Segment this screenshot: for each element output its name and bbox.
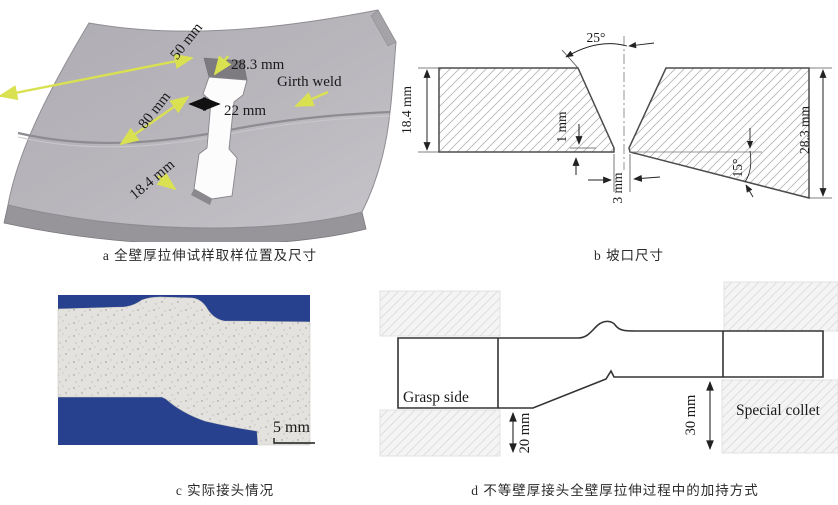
panel-a-specimen-location: 50 mm 80 mm 18.4 mm 28.3 mm Girth weld 2… (0, 9, 397, 242)
girth-weld-seam-highlight (17, 115, 391, 148)
grip-block-top-left (379, 290, 501, 337)
label-25deg: 25° (587, 30, 606, 45)
caption-panel-b: b 坡口尺寸 (593, 248, 665, 263)
label-20mm: 20 mm (517, 412, 533, 453)
label-28-3mm: 28.3 mm (231, 57, 285, 73)
panel-d-gripping-scheme: 20 mm 30 mm Grasp side Special collet (379, 281, 838, 457)
girth-weld-arrow (294, 90, 329, 108)
label-special-collet: Special collet (736, 402, 821, 419)
label-15deg: 15° (730, 159, 745, 178)
angle-15-arc (744, 150, 752, 183)
label-30mm: 30 mm (683, 394, 699, 435)
dim-arrow-50mm (0, 53, 194, 101)
groove-face-extension (561, 49, 579, 69)
label-18-4mm-b: 18.4 mm (400, 86, 414, 135)
scale-bar-label: 5 mm (273, 419, 310, 436)
caption-panel-c: c 实际接头情况 (175, 483, 275, 498)
scale-bar (273, 438, 315, 444)
specimen-profile (397, 320, 824, 409)
grip-block-top-right (723, 281, 838, 332)
label-3mm: 3 mm (610, 172, 625, 204)
dim-3mm-arrow-right (633, 174, 661, 182)
cutout-bottom-wall (191, 189, 212, 205)
grip-block-bottom-left (379, 409, 501, 457)
joint-cross-section (57, 296, 311, 446)
label-1mm: 1 mm (554, 111, 569, 143)
angle-25-arc (565, 43, 628, 58)
angle-15-arrow-bottom (745, 184, 754, 198)
panel-b-groove-drawing: 25° 18.4 mm 28.3 mm 1 mm 3 mm 15° (400, 30, 832, 204)
caption-panel-d: d 不等壁厚接头全壁厚拉伸过程中的加持方式 (471, 483, 759, 498)
left-plate (438, 67, 615, 153)
girth-weld-seam (17, 110, 391, 145)
dim-arrow-80mm (119, 95, 190, 146)
label-girth-weld: Girth weld (277, 74, 342, 90)
grip-block-bottom-right (721, 379, 838, 454)
dim-arrow-28-3mm (213, 55, 232, 76)
label-28-3mm-b: 28.3 mm (797, 106, 812, 155)
plate-right-bevel (370, 9, 397, 47)
right-plate (628, 67, 810, 199)
caption-panel-a: a 全壁厚拉伸试样取样位置及尺寸 (102, 248, 318, 263)
dim-arrow-18-4mm (156, 172, 177, 191)
label-22mm: 22 mm (224, 103, 266, 119)
angle-25-arrow (628, 42, 655, 49)
label-grasp-side: Grasp side (403, 389, 469, 406)
panel-c-joint-photo: 5 mm (57, 295, 315, 446)
